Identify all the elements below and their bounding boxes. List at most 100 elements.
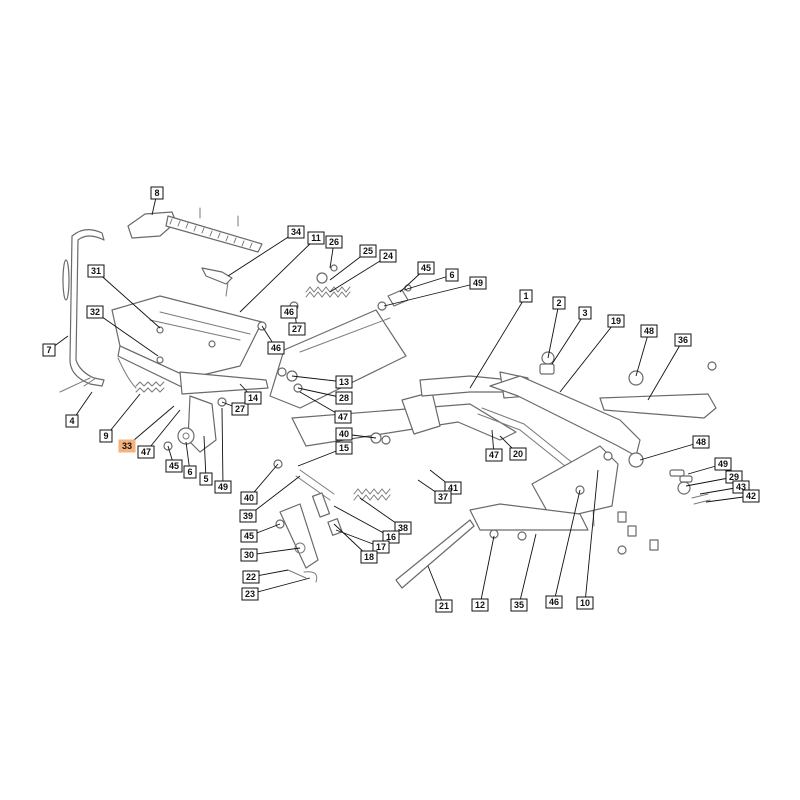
callout-box (199, 472, 213, 486)
callout-48[interactable]: 48 (639, 435, 710, 461)
callout-8[interactable]: 8 (150, 186, 164, 216)
callout-28[interactable]: 28 (297, 387, 353, 405)
callout-12[interactable]: 12 (471, 535, 495, 612)
callout-46[interactable]: 46 (545, 489, 581, 609)
leader-line (105, 393, 141, 437)
callout-30[interactable]: 30 (240, 547, 301, 562)
callout-36[interactable]: 36 (647, 333, 692, 401)
callout-number: 49 (718, 459, 728, 469)
leader-line (403, 274, 453, 291)
callout-40[interactable]: 40 (240, 463, 279, 505)
callout-number: 47 (489, 450, 499, 460)
callout-45[interactable]: 45 (399, 261, 435, 293)
callout-23[interactable]: 23 (241, 577, 311, 601)
leader-line (559, 320, 617, 393)
callout-number: 46 (284, 307, 294, 317)
callout-number: 5 (203, 474, 208, 484)
callout-33[interactable]: 33 (118, 405, 175, 453)
callout-number: 47 (338, 412, 348, 422)
callout-box (469, 276, 487, 290)
callout-27[interactable]: 27 (221, 401, 249, 416)
leader-line (329, 255, 389, 293)
callout-box (335, 391, 353, 405)
callout-21[interactable]: 21 (427, 565, 453, 613)
callout-number: 20 (513, 449, 523, 459)
callout-number: 27 (292, 324, 302, 334)
callout-45[interactable]: 45 (240, 523, 281, 543)
callout-10[interactable]: 10 (576, 469, 599, 610)
leader-line (547, 302, 560, 359)
callout-number: 48 (696, 437, 706, 447)
callout-29[interactable]: 29 (685, 470, 743, 487)
callout-37[interactable]: 37 (417, 479, 452, 504)
callout-number: 48 (644, 326, 654, 336)
callout-35[interactable]: 35 (510, 533, 537, 612)
callout-31[interactable]: 31 (87, 264, 161, 329)
callout-box (607, 314, 625, 328)
callout-46[interactable]: 46 (280, 305, 298, 319)
callout-2[interactable]: 2 (547, 296, 566, 359)
callout-number: 35 (514, 600, 524, 610)
callout-number: 8 (154, 188, 159, 198)
callout-box (372, 540, 390, 554)
callout-14[interactable]: 14 (239, 383, 262, 405)
callout-box (280, 305, 298, 319)
callout-box (545, 595, 563, 609)
leader-line (95, 270, 161, 329)
callout-number: 10 (580, 598, 590, 608)
callout-number: 1 (523, 291, 528, 301)
callout-number: 36 (678, 335, 688, 345)
callout-49[interactable]: 49 (214, 407, 232, 494)
callout-20[interactable]: 20 (499, 435, 527, 461)
callout-47[interactable]: 47 (137, 409, 181, 459)
callout-box (485, 448, 503, 462)
callout-box (231, 402, 249, 416)
callout-47[interactable]: 47 (299, 391, 352, 424)
callout-4[interactable]: 4 (65, 391, 93, 428)
callout-number: 9 (103, 431, 108, 441)
callout-25[interactable]: 25 (329, 244, 377, 281)
callout-32[interactable]: 32 (86, 305, 159, 357)
callout-41[interactable]: 41 (429, 469, 462, 495)
callout-number: 12 (475, 600, 485, 610)
callout-43[interactable]: 43 (699, 480, 750, 495)
leader-line (584, 469, 599, 604)
callout-13[interactable]: 13 (291, 375, 353, 389)
callout-7[interactable]: 7 (42, 335, 69, 357)
callout-3[interactable]: 3 (551, 306, 592, 365)
callout-38[interactable]: 38 (359, 497, 412, 535)
callout-16[interactable]: 16 (333, 505, 400, 544)
callout-40[interactable]: 40 (335, 427, 377, 441)
callout-49[interactable]: 49 (383, 276, 487, 307)
callout-1[interactable]: 1 (469, 289, 533, 389)
callout-42[interactable]: 42 (705, 489, 760, 503)
callout-box (165, 459, 183, 473)
callout-box (240, 548, 258, 562)
callout-18[interactable]: 18 (333, 523, 378, 564)
callout-6[interactable]: 6 (183, 441, 197, 479)
callout-49[interactable]: 49 (687, 457, 732, 475)
callout-19[interactable]: 19 (559, 314, 625, 393)
callout-box (288, 322, 306, 336)
callout-5[interactable]: 5 (199, 435, 213, 486)
callout-34[interactable]: 34 (227, 225, 305, 277)
callout-26[interactable]: 26 (325, 235, 343, 269)
callout-box (359, 244, 377, 258)
callout-15[interactable]: 15 (297, 441, 353, 467)
leader-line (553, 489, 581, 603)
leader-line (126, 405, 175, 447)
callout-45[interactable]: 45 (165, 445, 183, 473)
callout-22[interactable]: 22 (242, 569, 289, 584)
callout-box (471, 598, 489, 612)
callout-9[interactable]: 9 (99, 393, 141, 443)
callout-number: 45 (169, 461, 179, 471)
callout-46[interactable]: 46 (261, 325, 285, 355)
callout-24[interactable]: 24 (329, 249, 397, 293)
callout-box (118, 439, 136, 453)
callout-6[interactable]: 6 (403, 268, 459, 291)
callout-39[interactable]: 39 (239, 475, 301, 523)
callout-48[interactable]: 48 (635, 324, 658, 377)
callout-47[interactable]: 47 (485, 429, 503, 462)
callout-box (335, 441, 353, 455)
callout-11[interactable]: 11 (239, 231, 325, 313)
